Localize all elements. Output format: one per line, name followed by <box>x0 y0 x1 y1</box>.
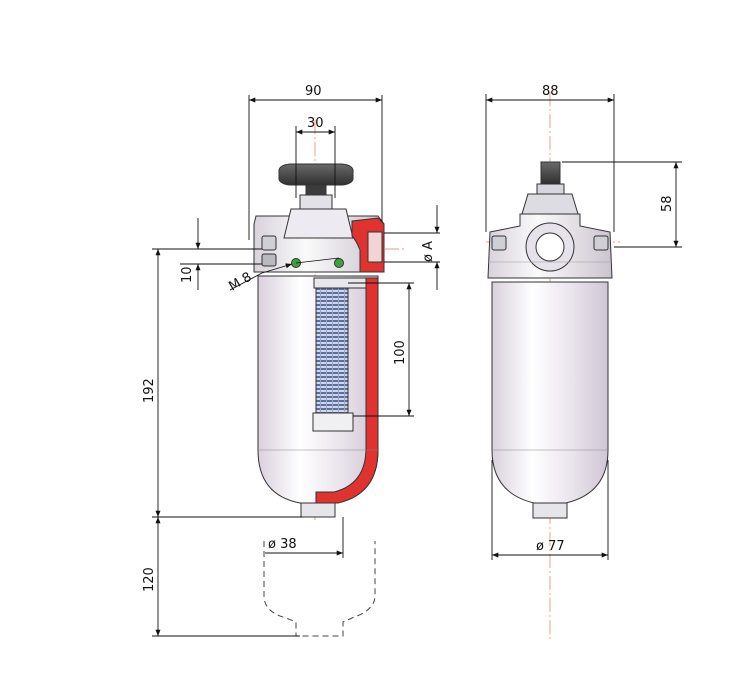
dim-bowl-diameter-label: ø 77 <box>536 539 565 554</box>
dim-knob-width: 30 <box>295 116 336 198</box>
drain-valve <box>300 502 336 518</box>
dim-overall-height-label: 192 <box>142 378 157 403</box>
dim-port: ø A <box>384 205 440 290</box>
thread-callout-label: M 8 <box>227 270 255 295</box>
filter-bowl-section <box>257 275 379 518</box>
dim-drain-diameter: ø 38 <box>265 517 344 558</box>
removal-phantom <box>263 541 376 637</box>
dim-element-length-label: 100 <box>393 340 408 365</box>
adjustment-knob <box>278 163 354 210</box>
dim-drain-diameter-label: ø 38 <box>268 537 297 552</box>
side-bowl <box>491 281 609 504</box>
filter-head <box>253 208 385 273</box>
dim-front-width-label: 90 <box>305 84 322 99</box>
filter-element <box>315 287 349 414</box>
dim-knob-width-label: 30 <box>307 116 324 131</box>
front-view: 90 30 10 M 8 ø A <box>142 84 440 637</box>
side-view: 88 58 ø 77 <box>485 84 682 640</box>
dim-front-width: 90 <box>248 84 383 240</box>
dim-removal-clearance: 120 <box>142 517 300 637</box>
dim-top-offset: 10 <box>180 218 262 290</box>
dim-port-label: ø A <box>421 241 436 262</box>
side-drain <box>532 502 568 519</box>
dim-bowl-diameter: ø 77 <box>491 460 609 560</box>
side-head <box>487 213 613 279</box>
side-knob <box>521 161 579 215</box>
dim-knob-height-label: 58 <box>660 195 675 212</box>
dim-overall-height: 192 <box>142 248 302 518</box>
dim-top-offset-label: 10 <box>180 266 195 283</box>
dim-side-width-label: 88 <box>542 84 559 99</box>
dim-removal-clearance-label: 120 <box>142 567 157 592</box>
dim-side-width: 88 <box>485 84 615 232</box>
dim-element-length: 100 <box>348 282 414 417</box>
dim-knob-height: 58 <box>562 161 682 248</box>
